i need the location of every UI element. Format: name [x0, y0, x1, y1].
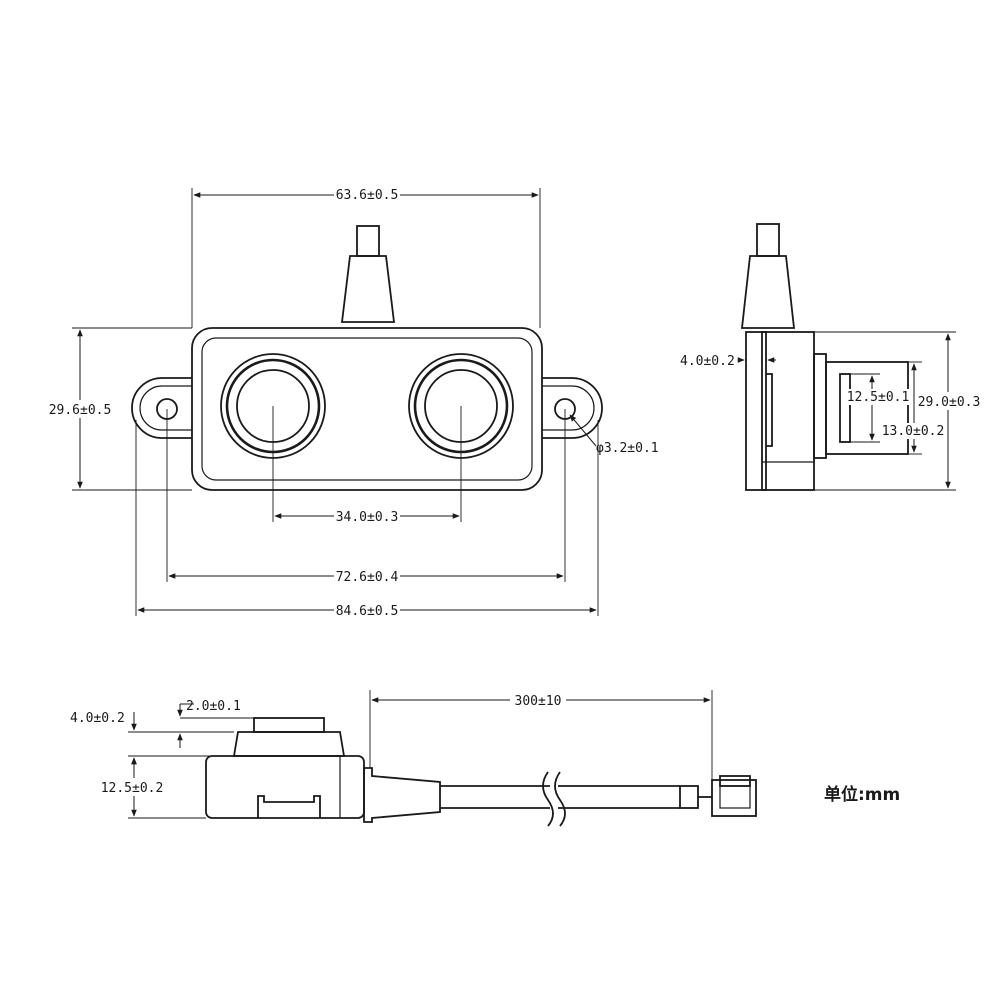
label-hole-diameter: φ3.2±0.1	[596, 441, 659, 456]
bottom-cable-boot	[363, 767, 441, 823]
label-overall-width: 84.6±0.5	[336, 604, 399, 619]
cable-break-1	[542, 771, 554, 827]
label-body-depth: 29.0±0.3	[918, 395, 981, 410]
hole-diameter-leader	[569, 414, 597, 447]
bottom-top-cap	[253, 717, 325, 733]
bottom-clip	[257, 795, 321, 818]
cable-tip	[356, 225, 380, 257]
label-flange-depth: 13.0±0.2	[882, 424, 945, 439]
left-mounting-ear	[131, 377, 192, 439]
side-transducer	[825, 361, 909, 455]
label-body-width: 63.6±0.5	[336, 188, 399, 203]
right-mounting-ear	[542, 377, 603, 439]
label-bottom-body-height: 12.5±0.2	[101, 781, 164, 796]
bottom-view: 4.0±0.2 2.0±0.1 12.5±0.2 300±10	[70, 690, 757, 827]
cable-boot	[340, 255, 396, 323]
side-flange	[745, 331, 767, 491]
front-view: 63.6±0.5 29.6±0.5 φ3.2±0.1 34.0±0.3 72.6…	[48, 185, 659, 619]
side-cable-tip	[756, 223, 780, 257]
label-transducer-spacing: 34.0±0.3	[336, 510, 399, 525]
label-body-height: 29.6±0.5	[49, 403, 112, 418]
side-housing	[761, 331, 815, 491]
label-cable-length: 300±10	[515, 694, 562, 709]
connector-housing	[711, 779, 757, 817]
label-transducer-depth: 12.5±0.1	[847, 390, 910, 405]
connector-crimp	[679, 785, 699, 809]
cable-break-2	[554, 771, 566, 827]
side-view: 4.0±0.2 12.5±0.1 13.0±0.2 29.0±0.3	[680, 223, 982, 491]
label-flange-thickness: 4.0±0.2	[680, 354, 735, 369]
side-clip	[766, 373, 773, 447]
label-step: 2.0±0.1	[186, 699, 241, 714]
sensor-body	[191, 327, 543, 491]
label-hole-spacing: 72.6±0.4	[336, 570, 399, 585]
label-top-thickness: 4.0±0.2	[70, 711, 125, 726]
unit-label: 单位:mm	[824, 784, 900, 805]
side-cable-boot	[740, 255, 796, 329]
